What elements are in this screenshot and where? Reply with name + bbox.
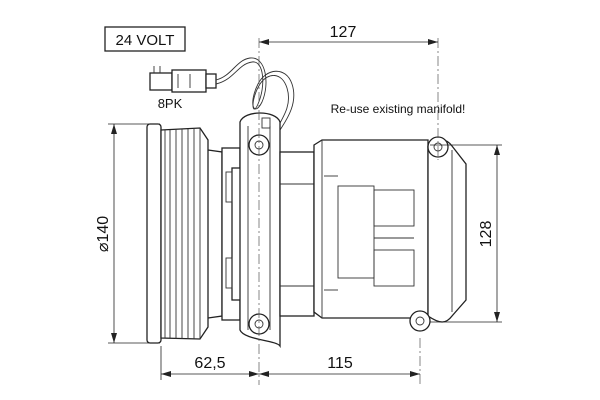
belt-type-label: 8PK xyxy=(158,96,183,111)
dimension-width-top-text: 127 xyxy=(330,24,357,41)
compressor-body xyxy=(279,139,429,319)
manifold-note: Re-use existing manifold! xyxy=(331,102,466,116)
dimension-height-right-text: 128 xyxy=(478,221,495,248)
mounting-hole-bottom-rear xyxy=(409,310,431,332)
voltage-label: 24 VOLT xyxy=(104,26,186,52)
electrical-connector xyxy=(149,66,217,93)
front-end-plate xyxy=(239,112,281,349)
connector-wire xyxy=(215,57,295,131)
pulley xyxy=(146,123,223,344)
dimension-bottom-chain: 62,5 115 xyxy=(160,346,420,380)
dimension-mount-spacing-text: 115 xyxy=(327,355,353,372)
dimension-pulley-diameter-text: ⌀140 xyxy=(95,216,112,252)
dimension-height-right: 128 xyxy=(430,144,502,323)
dimension-pulley-diameter: ⌀140 xyxy=(95,123,160,344)
voltage-label-text: 24 VOLT xyxy=(116,32,175,49)
dimension-width-top: 127 xyxy=(259,24,438,45)
dimension-pulley-offset-text: 62,5 xyxy=(194,355,225,372)
rear-cover xyxy=(427,139,467,323)
